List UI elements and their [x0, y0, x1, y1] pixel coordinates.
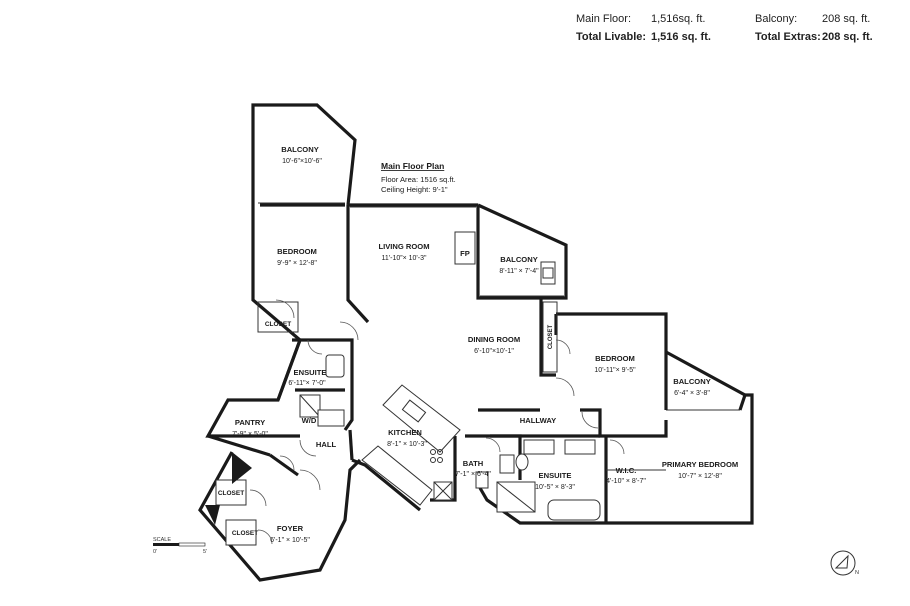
total-livable-label: Total Livable: — [576, 31, 647, 43]
svg-text:W.I.C.: W.I.C. — [616, 466, 637, 475]
svg-text:BEDROOM: BEDROOM — [277, 247, 317, 256]
main-floor-value: 1,516sq. ft. — [651, 13, 706, 25]
plan-title: Main Floor Plan — [381, 161, 444, 171]
plan-floor-area: Floor Area: 1516 sq.ft. — [381, 175, 456, 184]
kitchen-counter — [361, 445, 433, 506]
svg-text:FOYER: FOYER — [277, 524, 304, 533]
room-label-bedroom-east: BEDROOM 10'-11"× 9'-5" — [594, 354, 636, 374]
total-extras-value: 208 sq. ft. — [822, 31, 873, 43]
room-label-primary-bedroom: PRIMARY BEDROOM 10'-7" × 12'-8" — [662, 460, 738, 480]
svg-text:5': 5' — [203, 549, 207, 555]
room-label-kitchen: KITCHEN 8'-1" × 10'-3" — [387, 428, 427, 448]
svg-text:6'-11"× 7'-0": 6'-11"× 7'-0" — [288, 380, 326, 387]
svg-text:9'-9" × 12'-8": 9'-9" × 12'-8" — [277, 260, 317, 267]
kitchen-island — [382, 384, 461, 453]
room-label-ensuite-west: ENSUITE 6'-11"× 7'-0" — [288, 368, 326, 387]
dining-closet — [542, 301, 558, 373]
svg-text:ENSUITE: ENSUITE — [294, 368, 327, 377]
svg-text:SCALE: SCALE — [153, 537, 171, 543]
svg-text:KITCHEN: KITCHEN — [388, 428, 422, 437]
total-extras-label: Total Extras: — [755, 31, 821, 43]
scale-bar: SCALE 0' 5' — [153, 537, 207, 555]
room-label-pantry: PANTRY 7'-9" × 5'-0" — [232, 418, 268, 438]
svg-text:0': 0' — [153, 549, 157, 555]
bedroom-closet — [257, 301, 299, 333]
svg-text:LIVING ROOM: LIVING ROOM — [378, 242, 429, 251]
room-label-balcony-east: BALCONY 6'-4" × 3'-8" — [673, 377, 711, 397]
room-label-living-room: LIVING ROOM 11'-10”× 10'-3" — [378, 242, 429, 262]
svg-text:6'-1" × 10'-5": 6'-1" × 10'-5" — [270, 537, 310, 544]
room-label-wic: W.I.C. 4'-10" × 8'-7" — [606, 466, 646, 485]
room-label-closet-foyer-2: CLOSET — [232, 530, 258, 537]
main-floor-label: Main Floor: — [576, 13, 632, 25]
plan-ceiling-height: Ceiling Height: 9'-1" — [381, 185, 448, 194]
washer-dryer — [317, 409, 345, 427]
svg-text:10'-5" × 8'-3": 10'-5" × 8'-3" — [535, 484, 575, 491]
balcony-label: Balcony: — [755, 13, 798, 25]
room-label-bedroom-west: BEDROOM 9'-9" × 12'-8" — [277, 247, 317, 267]
room-label-fireplace: FP — [460, 249, 470, 258]
room-label-hall: HALL — [316, 440, 337, 449]
svg-text:6'-10"×10'-1": 6'-10"×10'-1" — [474, 348, 514, 355]
svg-text:BEDROOM: BEDROOM — [595, 354, 635, 363]
foyer-closet-1 — [215, 479, 247, 506]
room-label-hallway: HALLWAY — [520, 416, 556, 425]
svg-text:6'-4" × 3'-8": 6'-4" × 3'-8" — [674, 390, 710, 397]
stair-wall-hatch — [232, 452, 252, 484]
svg-text:PANTRY: PANTRY — [235, 418, 265, 427]
room-label-balcony-nw: BALCONY 10'-6"×10'-6" — [281, 145, 322, 165]
svg-text:8'-1" × 10'-3": 8'-1" × 10'-3" — [387, 441, 427, 448]
svg-text:7'-1" × 6'-4": 7'-1" × 6'-4" — [455, 471, 491, 478]
room-label-closet-foyer-1: CLOSET — [218, 490, 244, 497]
ensuite-vanity-1 — [523, 439, 555, 455]
door-swings — [249, 299, 625, 545]
svg-text:BATH: BATH — [463, 459, 484, 468]
svg-text:10'-11"× 9'-5": 10'-11"× 9'-5" — [594, 367, 636, 374]
ensuite-w-toilet — [325, 354, 345, 378]
fireplace-box — [454, 231, 476, 265]
cooktop-icon — [430, 449, 443, 463]
svg-text:10'-6"×10'-6": 10'-6"×10'-6" — [282, 158, 322, 165]
bath-sink — [499, 454, 515, 474]
ensuite-vanity-2 — [564, 439, 596, 455]
svg-text:11'-10”× 10'-3": 11'-10”× 10'-3" — [382, 255, 427, 262]
ensuite-toilet — [515, 453, 529, 471]
svg-text:BALCONY: BALCONY — [673, 377, 711, 386]
room-label-dining-room: DINING ROOM 6'-10"×10'-1" — [468, 335, 520, 355]
foyer-closet-2 — [225, 519, 257, 546]
north-arrow-icon: N — [830, 550, 859, 576]
svg-text:8'-11" × 7'-4": 8'-11" × 7'-4" — [499, 268, 539, 275]
svg-text:10'-7" × 12'-8": 10'-7" × 12'-8" — [678, 473, 722, 480]
room-label-closet-dining: CLOSET — [548, 325, 554, 350]
svg-text:DINING ROOM: DINING ROOM — [468, 335, 520, 344]
exterior-walls — [198, 103, 754, 582]
interior-details — [205, 202, 666, 546]
balcony-value: 208 sq. ft. — [822, 13, 871, 25]
room-label-balcony-central: BALCONY 8'-11" × 7'-4" — [499, 255, 539, 275]
room-label-ensuite-east: ENSUITE 10'-5" × 8'-3" — [535, 471, 575, 491]
svg-text:4'-10" × 8'-7": 4'-10" × 8'-7" — [606, 478, 646, 485]
room-label-wd: W/D — [302, 416, 317, 425]
svg-text:ENSUITE: ENSUITE — [539, 471, 572, 480]
svg-text:PRIMARY BEDROOM: PRIMARY BEDROOM — [662, 460, 738, 469]
room-label-closet-west: CLOSET — [265, 321, 291, 328]
bathtub — [547, 499, 601, 521]
svg-text:BALCONY: BALCONY — [281, 145, 319, 154]
total-livable-value: 1,516 sq. ft. — [651, 31, 711, 43]
svg-text:BALCONY: BALCONY — [500, 255, 538, 264]
room-label-bath: BATH 7'-1" × 6'-4" — [455, 459, 491, 478]
room-label-foyer: FOYER 6'-1" × 10'-5" — [270, 524, 310, 544]
svg-text:7'-9" × 5'-0": 7'-9" × 5'-0" — [232, 431, 268, 438]
bath-toilet — [475, 471, 489, 489]
svg-text:N: N — [855, 570, 859, 576]
